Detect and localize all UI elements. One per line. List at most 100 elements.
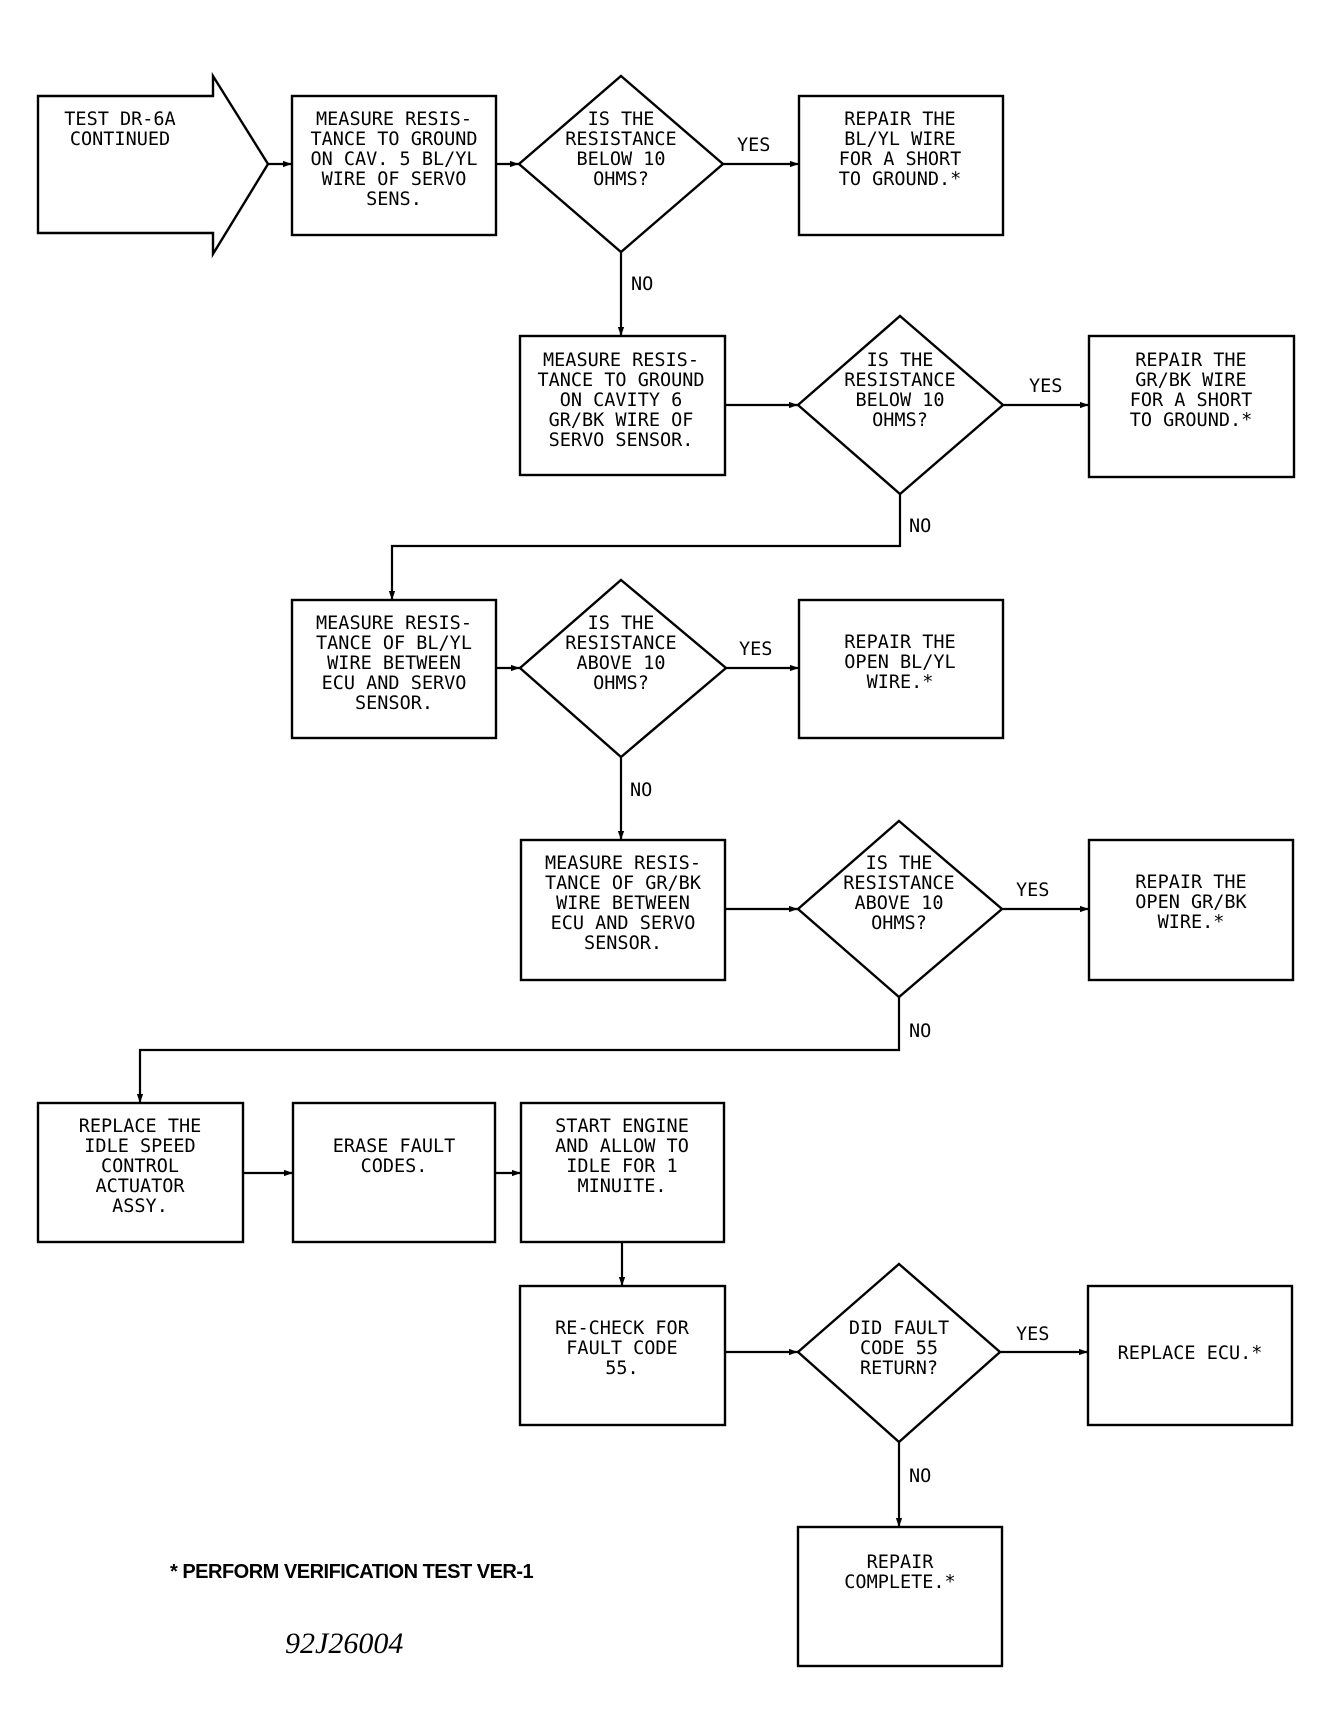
node-text-line: MEASURE RESIS-: [543, 350, 699, 371]
node-text-line: REPAIR THE: [1135, 350, 1246, 371]
node-text-line: OHMS?: [593, 169, 649, 190]
node-text-line: IS THE: [588, 613, 655, 634]
node-text-line: REPAIR THE: [844, 632, 955, 653]
node-text-line: REPLACE ECU.*: [1118, 1343, 1263, 1364]
node-text-line: TO GROUND.*: [839, 169, 962, 190]
repair-blyl-open-box: [797, 598, 1005, 740]
node-text-line: OPEN BL/YL: [844, 652, 955, 673]
branch-label-no: NO: [909, 1021, 931, 1042]
node-text-line: ABOVE 10: [576, 653, 665, 674]
node-text-line: OHMS?: [593, 673, 649, 694]
branch-label-no: NO: [630, 780, 652, 801]
repair-complete-box: [796, 1525, 1004, 1668]
node-text-line: BELOW 10: [855, 390, 944, 411]
branch-label-yes: YES: [1016, 1324, 1049, 1345]
measure-cav6-box: [518, 334, 727, 477]
measure-blyl-open-box: [290, 598, 498, 740]
node-text-line: RESISTANCE: [565, 129, 676, 150]
node-text-line: 55.: [605, 1358, 638, 1379]
node-text-line: WIRE BETWEEN: [556, 893, 690, 914]
node-text-line: CODE 55: [860, 1338, 938, 1359]
node-text-line: REPLACE THE: [79, 1116, 202, 1137]
node-text-line: WIRE.*: [867, 672, 934, 693]
erase-codes-box: [291, 1101, 497, 1244]
node-text-line: DID FAULT: [849, 1318, 949, 1339]
node-text-line: WIRE OF SERVO: [322, 169, 467, 190]
node-text-line: ERASE FAULT: [333, 1136, 456, 1157]
node-text-line: CONTROL: [101, 1156, 179, 1177]
connector-decision-2-no: [388, 494, 902, 600]
figure-id: 92J26004: [285, 1627, 403, 1660]
node-text-line: TO GROUND.*: [1130, 410, 1253, 431]
node-text-line: TANCE TO GROUND: [310, 129, 477, 150]
node-text-line: GR/BK WIRE: [1135, 370, 1246, 391]
node-text-line: ACTUATOR: [95, 1176, 185, 1197]
node-text-line: REPAIR: [867, 1552, 935, 1573]
branch-label-no: NO: [909, 516, 931, 537]
node-text-line: MINUITE.: [577, 1176, 666, 1197]
node-text-line: FOR A SHORT: [839, 149, 962, 170]
branch-label-yes: YES: [1016, 880, 1049, 901]
node-text-line: ABOVE 10: [854, 893, 943, 914]
node-text-line: ASSY.: [112, 1196, 168, 1217]
node-text-line: FOR A SHORT: [1130, 390, 1253, 411]
node-text-line: CODES.: [361, 1156, 428, 1177]
node-text-line: OHMS?: [872, 410, 928, 431]
node-text-line: GR/BK WIRE OF: [549, 410, 694, 431]
node-text-line: OHMS?: [871, 913, 927, 934]
node-text-line: MEASURE RESIS-: [316, 613, 472, 634]
node-text-line: OPEN GR/BK: [1135, 892, 1247, 913]
node-text-line: ON CAV. 5 BL/YL: [310, 149, 477, 170]
node-text-line: WIRE BETWEEN: [327, 653, 461, 674]
measure-grbk-open-box: [519, 838, 727, 982]
node-text-line: ECU AND SERVO: [551, 913, 696, 934]
replace-ecu-label: REPLACE ECU.*: [1118, 1343, 1263, 1364]
node-text-line: RESISTANCE: [844, 370, 955, 391]
node-text-line: CONTINUED: [70, 129, 170, 150]
node-text-line: BELOW 10: [576, 149, 665, 170]
node-text-line: REPAIR THE: [844, 109, 955, 130]
node-text-line: RETURN?: [860, 1358, 938, 1379]
node-text-line: RESISTANCE: [843, 873, 954, 894]
node-text-line: RE-CHECK FOR: [555, 1318, 690, 1339]
repair-grbk-open-box: [1087, 838, 1295, 982]
footnote: * PERFORM VERIFICATION TEST VER-1: [170, 1561, 534, 1583]
node-text-line: SENS.: [366, 189, 422, 210]
node-text-line: IS THE: [867, 350, 934, 371]
node-text-line: MEASURE RESIS-: [316, 109, 472, 130]
node-text-line: IS THE: [588, 109, 655, 130]
node-text-line: TANCE OF BL/YL: [316, 633, 472, 654]
node-text-line: TANCE TO GROUND: [537, 370, 704, 391]
node-text-line: BL/YL WIRE: [844, 129, 955, 150]
connector-decision-4-no: [136, 997, 901, 1103]
replace-ecu-box: [1086, 1284, 1294, 1427]
branch-label-yes: YES: [737, 135, 770, 156]
branch-label-yes: YES: [739, 639, 772, 660]
node-text-line: REPAIR THE: [1135, 872, 1246, 893]
node-text-line: RESISTANCE: [565, 633, 676, 654]
node-text-line: FAULT CODE: [566, 1338, 677, 1359]
node-text-line: TEST DR-6A: [64, 109, 175, 130]
start-arrow-shape: [36, 71, 270, 259]
node-text-line: AND ALLOW TO: [555, 1136, 689, 1157]
node-text-line: SERVO SENSOR.: [549, 430, 694, 451]
node-text-line: ECU AND SERVO: [322, 673, 467, 694]
node-text-line: SENSOR.: [584, 933, 662, 954]
repair-blyl-short-box: [797, 94, 1005, 237]
